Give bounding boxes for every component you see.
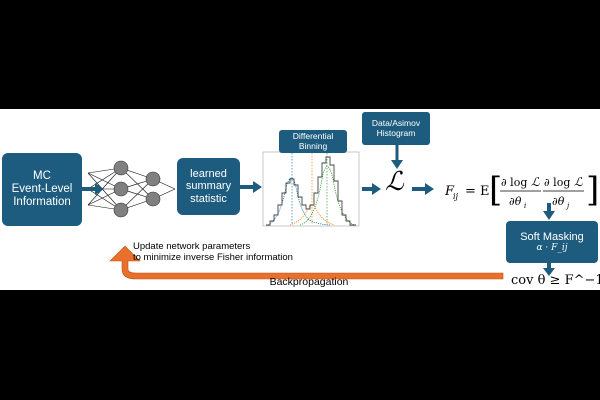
soft-masking-box: Soft Masking α · F_ij: [506, 221, 598, 263]
network-node: [113, 160, 129, 176]
update-note-line-1: Update network parameters: [133, 241, 251, 252]
svg-text:ℒ: ℒ: [574, 175, 583, 189]
mc-box-line-1: MC: [33, 169, 51, 182]
diagram-graphics: [82, 145, 555, 280]
summary-box-line-1: learned: [190, 167, 227, 180]
summary-box-line-3: statistic: [190, 192, 227, 205]
differential-binning-box: Differential Binning: [279, 130, 347, 153]
svg-text:∂ log: ∂ log: [544, 176, 570, 189]
data-asimov-box: Data/Asimov Histogram: [362, 112, 430, 145]
svg-text:]: ]: [586, 170, 599, 210]
arrowhead-summary: [253, 181, 262, 193]
neural-network-nodes: [113, 160, 161, 218]
svg-text:∂ log: ∂ log: [501, 176, 527, 189]
svg-text:ij: ij: [453, 192, 459, 201]
network-node: [113, 202, 129, 218]
svg-text:j: j: [565, 202, 570, 210]
arrowhead-data: [391, 160, 403, 169]
svg-text:i: i: [524, 202, 526, 210]
arrowhead-fisher: [543, 211, 555, 220]
network-node: [145, 171, 161, 187]
svg-text:∂θ: ∂θ: [552, 195, 565, 208]
network-edge: [120, 178, 154, 211]
network-node: [145, 191, 161, 207]
fisher-information-formula: F ij = E [ ∂ log ℒ ∂θ i ∂ log ℒ ∂θ j ]: [444, 167, 600, 221]
histogram-total-steps: [266, 156, 356, 226]
svg-text:∂θ: ∂θ: [509, 195, 522, 208]
mc-event-level-box: MC Event-Level Information: [2, 153, 82, 226]
data-box-line-2: Histogram: [376, 127, 416, 138]
arrowhead-likelihood: [425, 183, 434, 195]
backpropagation-arrow: [109, 245, 504, 280]
fisher-formula-graphic: F ij = E [ ∂ log ℒ ∂θ i ∂ log ℒ ∂θ j ]: [444, 170, 599, 210]
svg-text:[: [: [489, 170, 502, 210]
network-edge: [87, 172, 122, 211]
histogram-orange-curve: [289, 204, 335, 226]
network-edge: [87, 167, 122, 206]
network-node: [113, 181, 129, 197]
arrowhead-histogram: [372, 183, 381, 195]
likelihood-symbol: ℒ: [385, 167, 404, 197]
update-network-note: Update network parameters to minimize in…: [133, 241, 293, 264]
update-note-line-2: to minimize inverse Fisher information: [133, 252, 293, 264]
data-box-line-1: Data/Asimov: [371, 117, 421, 128]
histogram-plot: [262, 151, 360, 227]
svg-text:ℒ: ℒ: [531, 175, 540, 189]
svg-text:= E: = E: [465, 184, 490, 199]
summary-box-line-2: summary: [185, 180, 232, 193]
mc-box-line-2: Event-Level: [11, 182, 73, 195]
backpropagation-label: Backpropagation: [269, 276, 349, 288]
mc-box-line-3: Information: [13, 196, 71, 209]
diagram-panel: MC Event-Level Information learned summa…: [0, 109, 600, 290]
cramer-rao-bound: cov θ ≥ F^−1: [511, 273, 600, 288]
arrowhead-masking: [543, 268, 555, 276]
learned-summary-box: learned summary statistic: [177, 158, 240, 215]
soft-masking-formula: α · F_ij: [536, 243, 568, 254]
svg-text:F: F: [445, 184, 455, 199]
soft-masking-title: Soft Masking: [520, 230, 584, 243]
network-edge: [120, 167, 154, 200]
binning-box-line-1: Differential: [292, 130, 334, 141]
arrowhead-mc: [95, 183, 104, 195]
binning-box-line-2: Binning: [298, 140, 328, 151]
